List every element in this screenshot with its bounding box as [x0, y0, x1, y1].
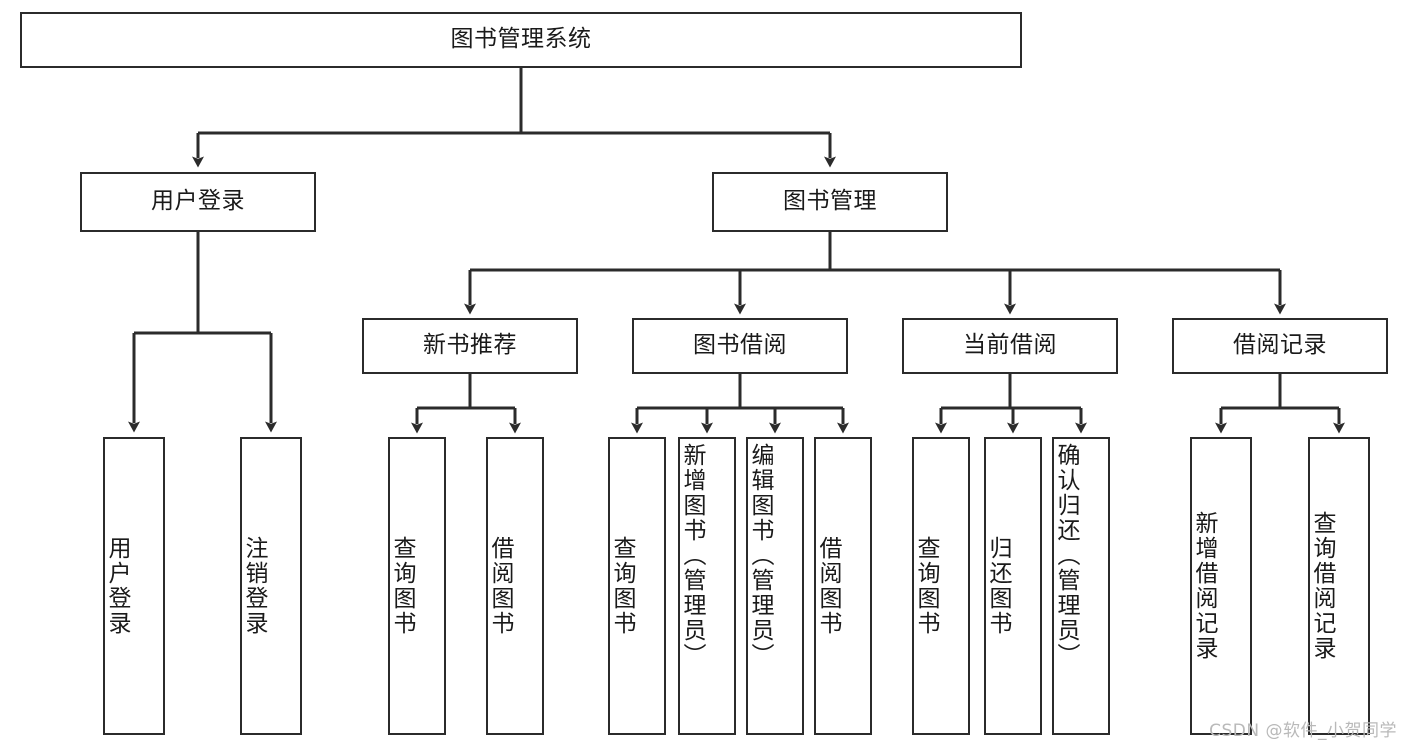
- leaf-borrow-book-recommend[interactable]: 借阅图书: [486, 437, 544, 735]
- node-label: 新增借阅记录: [1191, 511, 1217, 661]
- node-label: 借阅图书: [815, 536, 841, 636]
- leaf-return-book[interactable]: 归还图书: [984, 437, 1042, 735]
- node-label: 确认归还（管理员）: [1053, 443, 1079, 668]
- node-label: 新增图书（管理员）: [679, 443, 705, 668]
- node-current-borrow[interactable]: 当前借阅: [902, 318, 1118, 374]
- node-label: 图书管理系统: [450, 26, 592, 53]
- node-book-manage[interactable]: 图书管理: [712, 172, 948, 232]
- node-label: 借阅记录: [1233, 332, 1327, 359]
- leaf-query-book-recommend[interactable]: 查询图书: [388, 437, 446, 735]
- node-label: 图书管理: [783, 188, 877, 215]
- leaf-add-book-admin[interactable]: 新增图书（管理员）: [678, 437, 736, 735]
- node-label: 当前借阅: [963, 332, 1057, 359]
- leaf-edit-book-admin[interactable]: 编辑图书（管理员）: [746, 437, 804, 735]
- node-label: 归还图书: [985, 536, 1011, 636]
- node-label: 注销登录: [241, 536, 267, 636]
- node-new-book-recommend[interactable]: 新书推荐: [362, 318, 578, 374]
- node-label: 新书推荐: [423, 332, 517, 359]
- leaf-query-book-borrow[interactable]: 查询图书: [608, 437, 666, 735]
- leaf-borrow-book-borrow[interactable]: 借阅图书: [814, 437, 872, 735]
- node-root-system[interactable]: 图书管理系统: [20, 12, 1022, 68]
- node-label: 查询图书: [609, 536, 635, 636]
- node-label: 查询图书: [389, 536, 415, 636]
- leaf-confirm-return-admin[interactable]: 确认归还（管理员）: [1052, 437, 1110, 735]
- node-label: 用户登录: [104, 536, 130, 636]
- node-label: 查询图书: [913, 536, 939, 636]
- node-label: 图书借阅: [693, 332, 787, 359]
- leaf-query-book-current[interactable]: 查询图书: [912, 437, 970, 735]
- node-borrow-record[interactable]: 借阅记录: [1172, 318, 1388, 374]
- node-user-login[interactable]: 用户登录: [80, 172, 316, 232]
- watermark-text: CSDN @软件_小贺同学: [1209, 721, 1397, 741]
- leaf-add-borrow-record[interactable]: 新增借阅记录: [1190, 437, 1252, 735]
- node-label: 借阅图书: [487, 536, 513, 636]
- node-label: 用户登录: [151, 188, 245, 215]
- node-label: 编辑图书（管理员）: [747, 443, 773, 668]
- leaf-user-login[interactable]: 用户登录: [103, 437, 165, 735]
- leaf-query-borrow-record[interactable]: 查询借阅记录: [1308, 437, 1370, 735]
- node-label: 查询借阅记录: [1309, 511, 1335, 661]
- leaf-logout-login[interactable]: 注销登录: [240, 437, 302, 735]
- node-book-borrow[interactable]: 图书借阅: [632, 318, 848, 374]
